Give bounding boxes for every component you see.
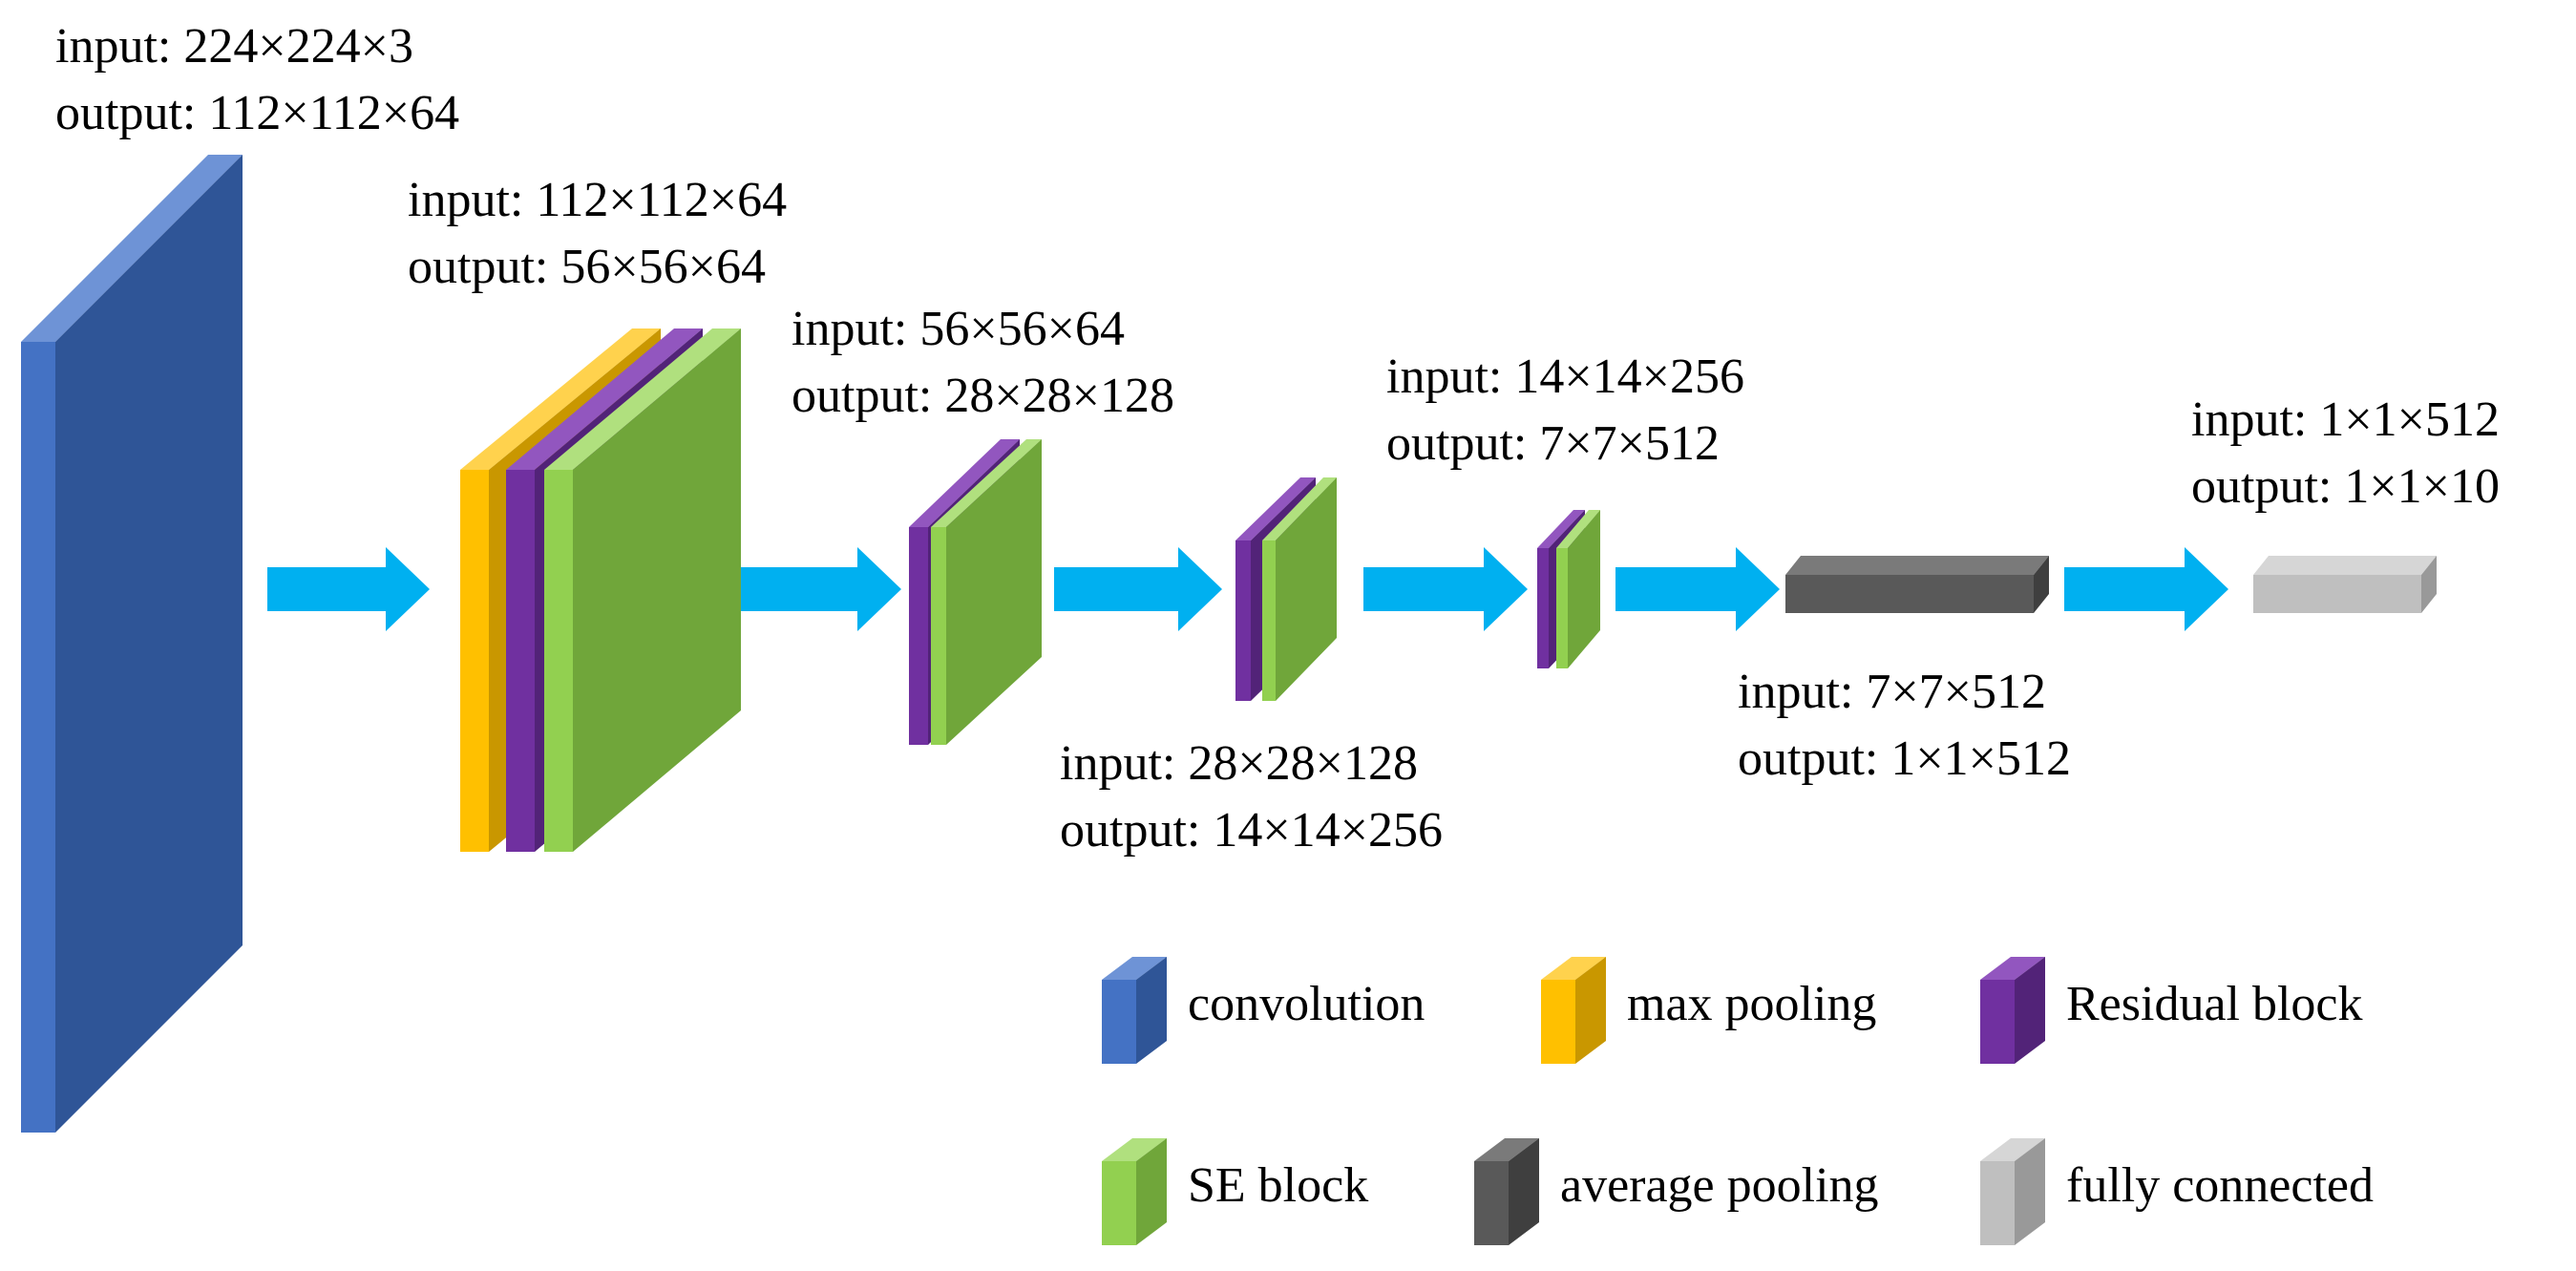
stage2-output-label: output: 28×28×128 bbox=[792, 369, 1174, 423]
stage1-output-label: output: 56×56×64 bbox=[408, 240, 766, 294]
conv1-input-label: input: 224×224×3 bbox=[55, 19, 413, 74]
stage2-input-label: input: 56×56×64 bbox=[792, 302, 1125, 356]
flow-arrow-5 bbox=[1615, 547, 1780, 631]
legend-label-average-pooling: average pooling bbox=[1560, 1158, 1879, 1213]
stage3-input-label: input: 28×28×128 bbox=[1060, 736, 1418, 791]
flow-arrow-3 bbox=[1054, 547, 1222, 631]
fc-input-label: input: 1×1×512 bbox=[2191, 392, 2500, 447]
avgpool-input-label: input: 7×7×512 bbox=[1738, 665, 2046, 719]
legend-swatch-residual-block bbox=[1980, 957, 2045, 1064]
stage4-se-block-block bbox=[1556, 510, 1600, 668]
legend-swatch-max-pooling bbox=[1541, 957, 1606, 1064]
legend-swatches bbox=[1102, 957, 2045, 1245]
stage1-input-label: input: 112×112×64 bbox=[408, 173, 788, 227]
legend-swatch-se-block bbox=[1102, 1138, 1167, 1245]
legend-label-residual-block: Residual block bbox=[2066, 977, 2363, 1031]
stage3-output-label: output: 14×14×256 bbox=[1060, 803, 1443, 858]
legend-swatch-convolution bbox=[1102, 957, 1167, 1064]
fc-fully-connected-block bbox=[2253, 556, 2437, 613]
stage1-se-block-block bbox=[544, 328, 741, 852]
legend-label-se-block: SE block bbox=[1188, 1158, 1369, 1213]
avgpool-average-pooling-block bbox=[1785, 556, 2049, 613]
stage3-se-block-block bbox=[1262, 477, 1337, 701]
legend-swatch-fully-connected bbox=[1980, 1138, 2045, 1245]
conv1-output-label: output: 112×112×64 bbox=[55, 86, 460, 140]
stage2-se-block-block bbox=[931, 439, 1042, 745]
legend-label-fully-connected: fully connected bbox=[2066, 1158, 2374, 1213]
stage4-output-label: output: 7×7×512 bbox=[1386, 416, 1720, 471]
flow-arrow-6 bbox=[2064, 547, 2228, 631]
legend-label-max-pooling: max pooling bbox=[1627, 977, 1877, 1031]
conv1-convolution-block bbox=[21, 155, 243, 1133]
flow-arrows bbox=[267, 547, 2228, 631]
avgpool-output-label: output: 1×1×512 bbox=[1738, 731, 2071, 786]
flow-arrow-2 bbox=[739, 547, 901, 631]
fc-output-label: output: 1×1×10 bbox=[2191, 459, 2500, 514]
legend-label-convolution: convolution bbox=[1188, 977, 1425, 1031]
flow-arrow-4 bbox=[1363, 547, 1528, 631]
legend-swatch-average-pooling bbox=[1474, 1138, 1539, 1245]
flow-arrow-1 bbox=[267, 547, 430, 631]
stage4-input-label: input: 14×14×256 bbox=[1386, 350, 1744, 404]
layer-blocks bbox=[21, 155, 2437, 1133]
